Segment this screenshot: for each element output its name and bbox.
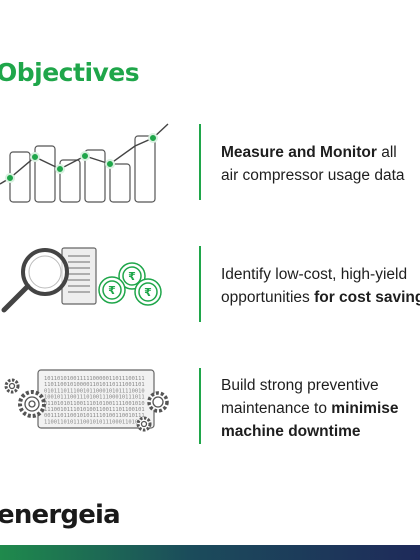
text-line: opportunities for cost savings — [221, 286, 420, 309]
text-span: opportunities — [221, 289, 315, 306]
bold-text: machine downtime — [221, 422, 361, 440]
bottom-gradient-bar — [0, 545, 420, 560]
objective-text: Identify low-cost, high-yield opportunit… — [221, 236, 420, 336]
binary-text-row: 1110010111010100110011101100101 — [44, 407, 145, 413]
binary-text-row: 1101100101000011010110111001101 — [44, 382, 145, 388]
binary-text-row: 0011101100101011110100110010111 — [44, 413, 145, 419]
svg-text:₹: ₹ — [128, 270, 136, 283]
text-span: maintenance to — [221, 399, 332, 417]
text-line: air compressor usage data — [221, 167, 405, 184]
objective-measure-monitor: Measure and Monitor all air compressor u… — [0, 114, 420, 214]
svg-text:₹: ₹ — [108, 284, 116, 297]
binary-text-row: 0110101011001110101001111001010 — [44, 401, 145, 407]
bold-text: minimise — [331, 399, 399, 417]
divider — [199, 246, 201, 322]
magnifier-document-rupee-coins-icon: ₹ ₹ ₹ — [1, 247, 162, 313]
objective-text: Measure and Monitor all air compressor u… — [221, 114, 420, 214]
binary-text-row: 1011010100111110000011011100111 — [44, 376, 145, 382]
objective-text: Build strong preventive maintenance to m… — [221, 358, 420, 458]
energeia-logo: energeia — [0, 500, 121, 530]
page-title: Objectives — [0, 58, 140, 87]
objective-identify-opportunities: ₹ ₹ ₹ Identify low-cost, high-yield oppo… — [0, 236, 420, 336]
text-line: machine downtime — [221, 420, 420, 443]
bold-text: Measure and Monitor — [221, 144, 377, 161]
bold-text: for cost savings — [314, 289, 420, 306]
binary-text-row: 1001011100111010011100010111011 — [44, 395, 145, 401]
text-span: all — [376, 144, 397, 161]
text-line: Identify low-cost, high-yield — [221, 266, 408, 283]
divider — [199, 368, 201, 444]
text-line: Build strong preventive — [221, 376, 379, 394]
text-line: maintenance to minimise — [221, 397, 420, 420]
svg-text:₹: ₹ — [144, 286, 152, 299]
text-line: Measure and Monitor all — [221, 141, 420, 164]
line-chart-icon — [0, 123, 169, 203]
binary-text-row: 1100110101110010101110001101011 — [44, 419, 145, 425]
divider — [199, 124, 201, 200]
gears-binary-panel-icon: 1011010100111110000011011100111110110010… — [4, 369, 169, 432]
binary-text-row: 0101110111001011000101011110010 — [44, 388, 145, 394]
